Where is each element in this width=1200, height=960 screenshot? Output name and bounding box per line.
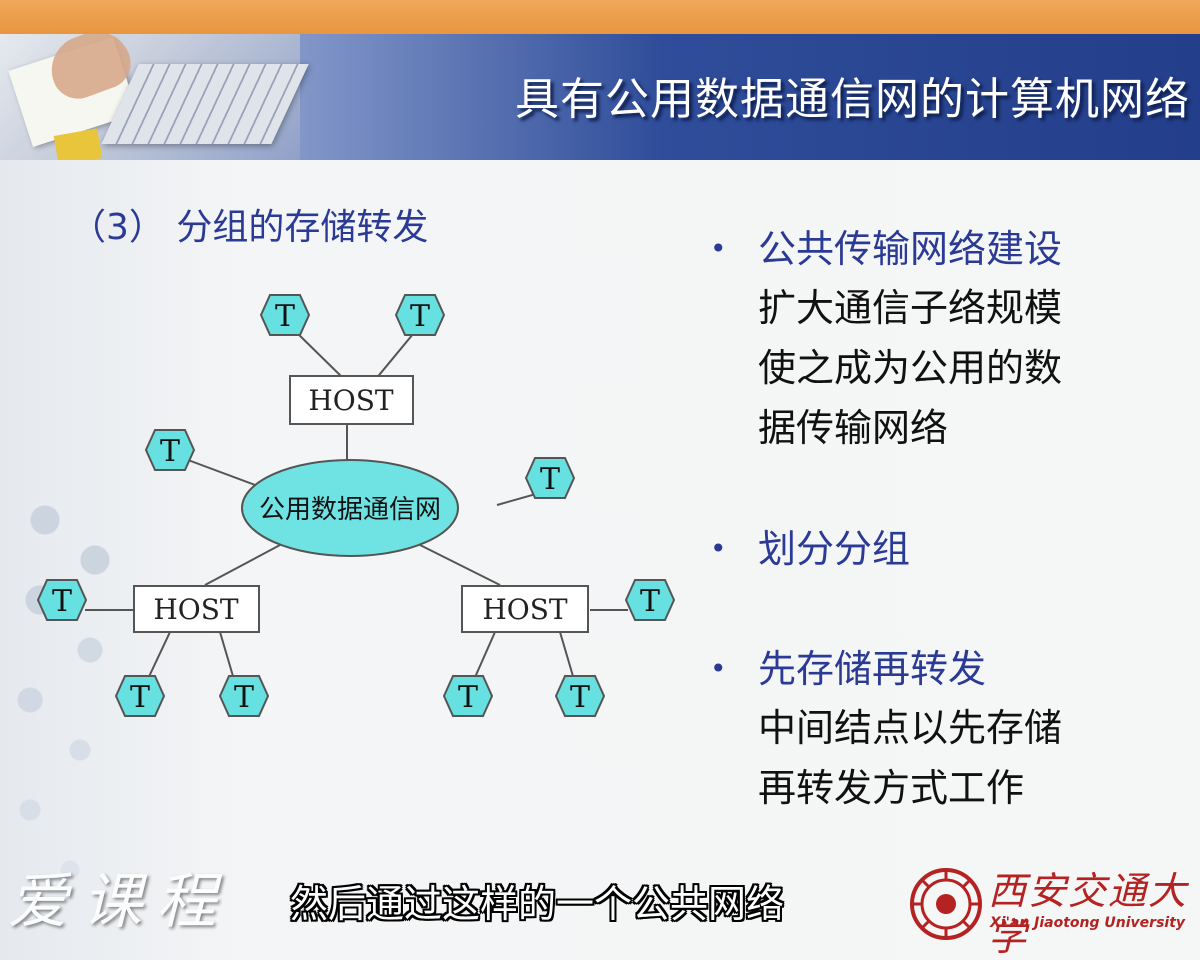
slide-header [0,34,1200,164]
university-logo: 西安交通大学 Xi'an Jiaotong University [908,866,1188,959]
host-right: HOST [461,585,589,633]
university-seal-icon [910,868,982,940]
bullet-text-line: 再转发方式工作 [758,766,1025,810]
video-caption: 然后通过这样的一个公共网络 [290,882,785,926]
svg-text:HOST: HOST [153,593,239,626]
bullet-public-network: • 公共传输网络建设 扩大通信子络规模 使之成为公用的数 据传输网络 [710,220,1062,458]
terminal-bottom-2: T [218,675,270,717]
svg-text:T: T [160,434,180,469]
terminal-top-right: T [394,294,446,336]
svg-text:T: T [540,462,560,497]
bullet-marker: • [710,652,727,685]
terminal-left: T [36,579,88,621]
svg-text:T: T [570,680,590,715]
svg-text:T: T [410,299,430,334]
terminal-nodes: T T T T T T T T T T [36,294,676,717]
terminal-mid-right: T [524,457,576,499]
slide-body [0,160,1200,960]
bullet-heading: 先存储再转发 [758,647,987,691]
section-subtitle: （3） 分组的存储转发 [70,207,429,248]
terminal-bottom-1: T [114,675,166,717]
svg-text:T: T [52,584,72,619]
terminal-bottom-3: T [442,675,494,717]
svg-text:T: T [130,680,150,715]
terminal-mid-left: T [144,429,196,471]
course-watermark: 爱课程 [8,867,230,937]
university-name-english: Xi'an Jiaotong University [990,915,1186,931]
terminal-right: T [624,579,676,621]
bullet-packetizing: • 划分分组 [710,520,910,578]
slide-title: 具有公用数据通信网的计算机网络 [515,74,1190,125]
svg-text:T: T [275,299,295,334]
bullet-heading: 划分分组 [758,527,911,571]
terminal-top-left: T [259,294,311,336]
bullet-text-line: 使之成为公用的数 [758,346,1063,390]
svg-text:T: T [234,680,254,715]
svg-text:HOST: HOST [482,593,568,626]
keyboard-illustration [101,64,309,144]
bullet-store-forward: • 先存储再转发 中间结点以先存储 再转发方式工作 [710,640,1062,818]
header-illustration [0,34,309,164]
svg-text:T: T [640,584,660,619]
svg-text:T: T [458,680,478,715]
bullet-text-line: 扩大通信子络规模 [758,286,1063,330]
bullet-marker: • [710,232,727,265]
hub-label: 公用数据通信网 [259,495,441,525]
terminal-bottom-4: T [554,675,606,717]
host-left: HOST [133,585,260,633]
top-accent-bar [0,0,1200,34]
svg-text:HOST: HOST [308,384,394,417]
bullet-text-line: 中间结点以先存储 [758,706,1063,750]
bullet-marker: • [710,532,727,565]
university-name: 西安交通大学 [988,869,1189,959]
sticky-note-illustration [53,128,103,164]
bullet-heading: 公共传输网络建设 [758,227,1063,271]
host-top: HOST [289,375,414,425]
network-diagram: 公用数据通信网 HOST HOST HOST T T T T T T T T T T [36,294,676,717]
public-network-hub [241,459,459,557]
bullet-text-line: 据传输网络 [758,406,949,450]
decorative-dots [0,490,160,950]
